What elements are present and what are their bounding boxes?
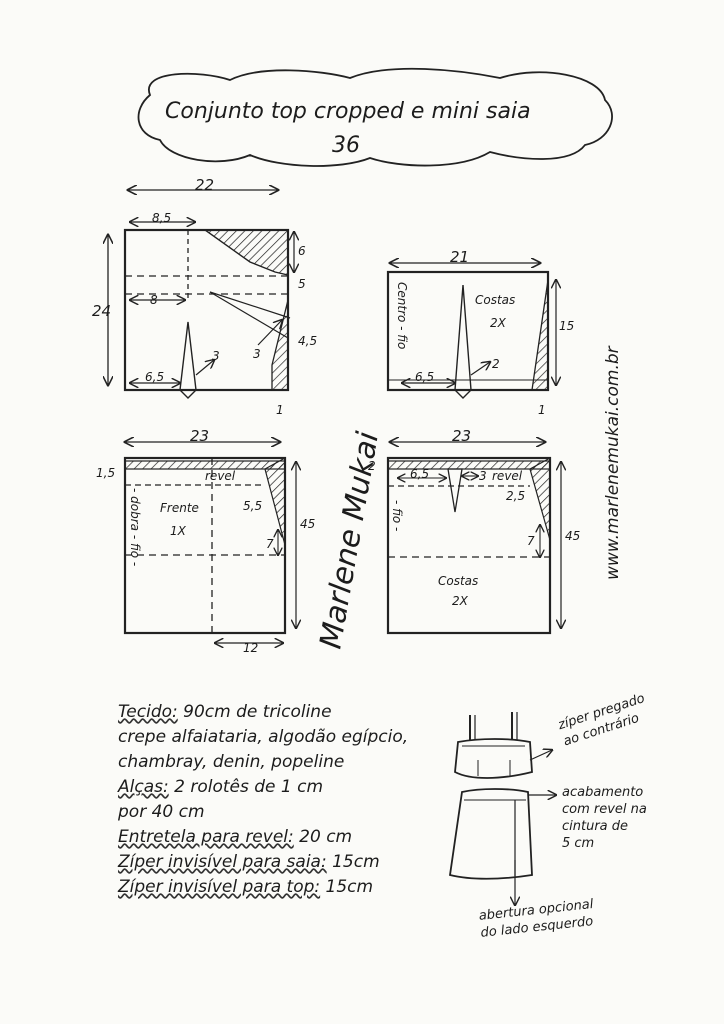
garment-sketch [448,712,556,905]
skirt-front-waist-drop: 1,5 [96,466,115,480]
entretela-label: Entretela para revel: [118,827,294,847]
top-back-qty: 2X [490,316,507,330]
materials-notes: Tecido: 90cm de tricoline crepe alfaiata… [118,700,448,900]
ziper-top-label: Zíper invisível para top: [118,877,321,897]
skirt-back-facing: revel [492,469,523,483]
top-front-width: 22 [195,176,214,194]
skirt-front-grain: - dobra - fio - [128,488,142,566]
skirt-back-width: 23 [452,427,471,445]
waist-note-line-4: 5 cm [562,836,595,851]
tecido-label: Tecido: [118,702,178,722]
waist-note-line-2: com revel na [562,802,647,817]
skirt-front-label: Frente [160,501,199,515]
top-back-width: 21 [450,248,469,266]
top-front-armhole-1: 5 [298,277,306,291]
skirt-back-label: Costas [438,574,478,588]
ziper-saia-label: Zíper invisível para saia: [118,852,327,872]
top-back-dart-pos: 6,5 [415,370,434,384]
waist-note: acabamento com revel na cintura de 5 cm [562,784,647,852]
skirt-front-hip: 5,5 [243,499,262,513]
website: www.marlenemukai.com.br [603,345,623,580]
skirt-back-waist-drop: 2 [368,459,376,473]
ziper-top-value: 15cm [325,877,374,897]
skirt-front-piece: 23 1,5 revel Frente 1X - dobra - fio - 5… [96,427,315,655]
top-back-piece: 21 Costas 2X Centro - fio 15 6,5 2 1 [386,248,574,417]
top-front-piece: 22 8,5 8 24 6 5 4,5 6,5 3 3 1 [92,176,317,417]
skirt-back-dart-pos: 6,5 [410,467,429,481]
fabrics-line-2: chambray, denin, popeline [118,752,345,772]
top-front-dart-b: 3 [253,347,261,361]
fabrics-line-1: crepe alfaiataria, algodão egípcio, [118,727,409,747]
top-front-bust: 8 [150,293,158,307]
top-front-shoulder: 6 [298,244,306,258]
skirt-front-slit: 12 [243,641,258,655]
top-front-neck: 8,5 [152,211,171,225]
top-back-grain: Centro - fio [395,282,409,349]
top-front-hem: 1 [276,403,284,417]
top-back-dart: 2 [492,357,500,371]
skirt-back-height: 45 [565,529,580,543]
top-back-label: Costas [475,293,515,307]
alcas-label: Alças: [118,777,169,797]
skirt-back-piece: 23 2 6,5 3 revel 2,5 - fio - 7 45 Costas… [368,427,580,635]
entretela-value: 20 cm [299,827,353,847]
signature: Marlene Mukai [313,429,386,652]
title-text: Conjunto top cropped e mini saia [165,99,531,124]
top-front-height: 24 [92,302,111,320]
tecido-value: 90cm de tricoline [183,702,332,722]
skirt-front-width: 23 [190,427,209,445]
ziper-saia-value: 15cm [332,852,380,872]
top-back-height: 15 [559,319,574,333]
waist-note-line-3: cintura de [562,819,629,834]
waist-note-line-1: acabamento [562,785,644,800]
alcas-value-2: por 40 cm [118,802,205,822]
title-size: 36 [332,133,360,158]
top-back-hem: 1 [538,403,546,417]
skirt-back-dart: 3 [479,469,487,483]
skirt-front-height: 45 [300,517,315,531]
skirt-back-hip: 2,5 [506,489,525,503]
top-front-dart-pos: 6,5 [145,370,164,384]
title-cloud [137,67,613,167]
top-front-armhole-2: 4,5 [298,334,317,348]
top-front-dart-a: 3 [212,349,220,363]
skirt-back-grain: - fio - [390,500,404,531]
skirt-front-qty: 1X [170,524,187,538]
skirt-back-qty: 2X [452,594,469,608]
alcas-value: 2 rolotês de 1 cm [174,777,324,797]
skirt-back-depth: 7 [527,534,535,548]
skirt-front-depth: 7 [266,537,274,551]
skirt-front-facing: revel [205,469,236,483]
